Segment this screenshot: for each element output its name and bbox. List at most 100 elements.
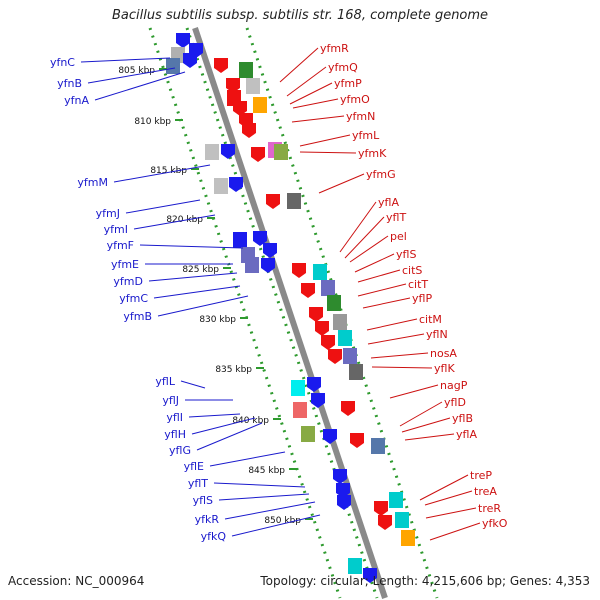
gene-arrow <box>309 307 323 322</box>
right-gene-label: citS <box>402 264 422 277</box>
gene-arrow <box>263 243 277 258</box>
gene-block <box>371 438 385 454</box>
gene-block <box>291 380 305 396</box>
left-label-leader <box>94 71 186 101</box>
right-label-leader <box>425 507 477 519</box>
right-gene-label: nagP <box>440 379 468 392</box>
kbp-tick-label: 810 kbp <box>134 117 171 127</box>
gene-arrow <box>176 33 190 48</box>
gene-arrow <box>266 194 280 209</box>
left-gene-label: yfmJ <box>96 207 120 220</box>
gene-block <box>287 193 301 209</box>
left-gene-labels: yfnCyfnByfnAyfmMyfmJyfmIyfmFyfmEyfmDyfmC… <box>50 56 321 543</box>
left-gene-label: yfmF <box>107 239 134 252</box>
gene-arrow <box>336 483 350 498</box>
gene-block <box>166 58 180 74</box>
left-gene-label: yflJ <box>162 394 179 407</box>
right-label-leader <box>289 82 333 105</box>
left-gene-label: yfkR <box>195 513 220 526</box>
right-gene-label: yflK <box>434 362 455 375</box>
right-label-leader <box>349 235 389 263</box>
gene-arrow <box>307 377 321 392</box>
right-gene-label: citT <box>408 278 428 291</box>
right-gene-label: citM <box>419 313 442 326</box>
gene-block <box>253 97 267 113</box>
right-label-leader <box>399 401 443 427</box>
gene-arrow <box>233 101 247 116</box>
left-label-leader <box>113 164 211 183</box>
left-gene-label: yfmD <box>113 275 143 288</box>
right-label-leader <box>299 151 357 154</box>
gene-arrow <box>261 258 275 273</box>
gene-arrow <box>374 501 388 516</box>
left-label-leader <box>153 285 241 299</box>
left-gene-label: yflS <box>193 494 213 507</box>
left-label-leader <box>209 451 286 467</box>
left-label-leader <box>125 199 201 214</box>
right-gene-label: yflD <box>444 396 466 409</box>
gene-arrow <box>315 321 329 336</box>
left-label-leader <box>87 67 176 84</box>
right-label-leader <box>357 283 407 297</box>
gene-block <box>321 280 335 296</box>
gene-arrow <box>323 429 337 444</box>
right-gene-label: yflP <box>412 292 432 305</box>
left-gene-label: yfmC <box>119 292 148 305</box>
right-gene-label: pel <box>390 230 407 243</box>
gene-block <box>338 330 352 346</box>
left-label-leader <box>180 380 206 389</box>
left-label-leader <box>196 422 263 451</box>
left-label-leader <box>218 493 310 501</box>
right-gene-label: yfmK <box>358 147 387 160</box>
gene-block <box>301 426 315 442</box>
left-label-leader <box>133 214 216 230</box>
gene-arrow <box>242 123 256 138</box>
kbp-tick-label: 835 kbp <box>215 365 252 375</box>
kbp-tick-label: 850 kbp <box>264 516 301 526</box>
right-label-leader <box>367 333 425 345</box>
left-gene-label: yfnA <box>64 94 89 107</box>
left-gene-label: yfnB <box>57 77 82 90</box>
right-gene-label: yflN <box>426 328 448 341</box>
right-label-leader <box>292 98 339 109</box>
right-label-leader <box>370 352 429 359</box>
right-gene-label: treA <box>474 485 497 498</box>
left-gene-label: yflE <box>184 460 204 473</box>
right-label-leader <box>424 490 473 506</box>
gene-block <box>327 295 341 311</box>
right-label-leader <box>419 474 469 501</box>
gene-arrow <box>292 263 306 278</box>
kbp-tick-label: 830 kbp <box>199 315 236 325</box>
gene-block <box>343 348 357 364</box>
gene-arrow <box>221 144 235 159</box>
right-label-leader <box>318 173 365 194</box>
right-gene-label: yfmP <box>334 77 362 90</box>
gene-block <box>401 530 415 546</box>
left-gene-label: yflL <box>155 375 175 388</box>
gene-block <box>246 78 260 94</box>
left-gene-label: yflH <box>164 428 186 441</box>
gene-arrow <box>328 349 342 364</box>
left-label-leader <box>80 57 171 63</box>
gene-arrow <box>341 401 355 416</box>
gene-block <box>395 512 409 528</box>
gene-arrow <box>214 58 228 73</box>
right-label-leader <box>362 297 411 309</box>
left-gene-label: yflG <box>169 444 191 457</box>
gene-arrow <box>333 469 347 484</box>
gene-arrow <box>378 515 392 530</box>
left-gene-label: yfnC <box>50 56 75 69</box>
left-label-leader <box>148 272 238 282</box>
gene-arrow <box>363 568 377 583</box>
left-label-leader <box>231 514 321 537</box>
right-gene-label: treP <box>470 469 492 482</box>
right-label-leader <box>354 253 395 273</box>
right-gene-label: yfkO <box>482 517 508 530</box>
gene-arrow <box>337 495 351 510</box>
left-label-leader <box>139 244 244 249</box>
right-label-leader <box>366 318 418 331</box>
right-label-leader <box>291 115 345 123</box>
gene-arrow <box>321 335 335 350</box>
left-gene-label: yflI <box>166 411 183 424</box>
